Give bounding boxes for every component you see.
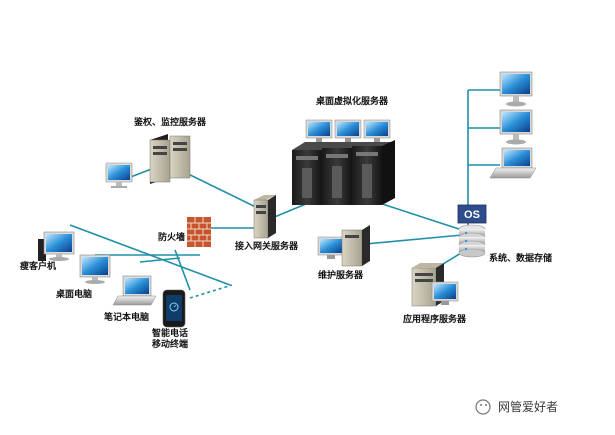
gateway-label: 接入网关服务器: [235, 242, 299, 252]
link-phone-wireless: [189, 284, 233, 299]
monitor-icon: [105, 162, 133, 188]
laptop-label: 笔记本电脑: [104, 313, 150, 323]
auth-server-icon: [149, 134, 191, 184]
storage-badge-text: OS: [464, 209, 480, 221]
client-pc-1-icon: [499, 71, 533, 107]
db-cylinders: [458, 224, 486, 258]
smartphone-label-line1: 智能电话: [152, 329, 189, 339]
link-maint-storage: [354, 234, 463, 246]
maintenance-label: 维护服务器: [318, 271, 364, 281]
client-pc-2-icon: [499, 109, 533, 145]
link-lan-phone: [174, 249, 191, 291]
desktop-label: 桌面电脑: [56, 290, 93, 300]
laptop-icon: [112, 275, 157, 306]
thin-client-icon: [38, 231, 75, 261]
app-server-icon: [411, 263, 459, 307]
link-vdi-storage: [369, 199, 463, 231]
firewall-label: 防火墙: [158, 233, 186, 243]
smartphone-label-line2: 移动终端: [152, 340, 189, 350]
app-server-label: 应用程序服务器: [403, 315, 467, 325]
vdi-server-label: 桌面虚拟化服务器: [316, 97, 389, 107]
auth-server-label: 鉴权、监控服务器: [134, 118, 207, 128]
firewall-icon: [187, 217, 211, 247]
client-laptop-icon: [489, 147, 537, 179]
vdi-monitor-3: [363, 119, 391, 142]
link-lan-laptop: [139, 257, 181, 263]
storage-label: 系统、数据存储: [489, 254, 553, 264]
desktop-pc-icon: [79, 254, 111, 284]
wechat-logo-icon: [475, 399, 491, 415]
link-auth-gateway: [179, 169, 263, 211]
vdi-monitor-1: [305, 119, 333, 142]
maintenance-server-icon: [317, 225, 370, 267]
vdi-monitor-2: [334, 119, 362, 142]
storage-icon: OS: [457, 204, 487, 258]
watermark-text: 网管爱好者: [498, 400, 559, 414]
smartphone-icon: [162, 289, 186, 328]
thin-client-label: 瘦客户机: [20, 262, 57, 272]
vdi-server-icon: [292, 119, 395, 205]
gateway-server-icon: [253, 195, 276, 239]
